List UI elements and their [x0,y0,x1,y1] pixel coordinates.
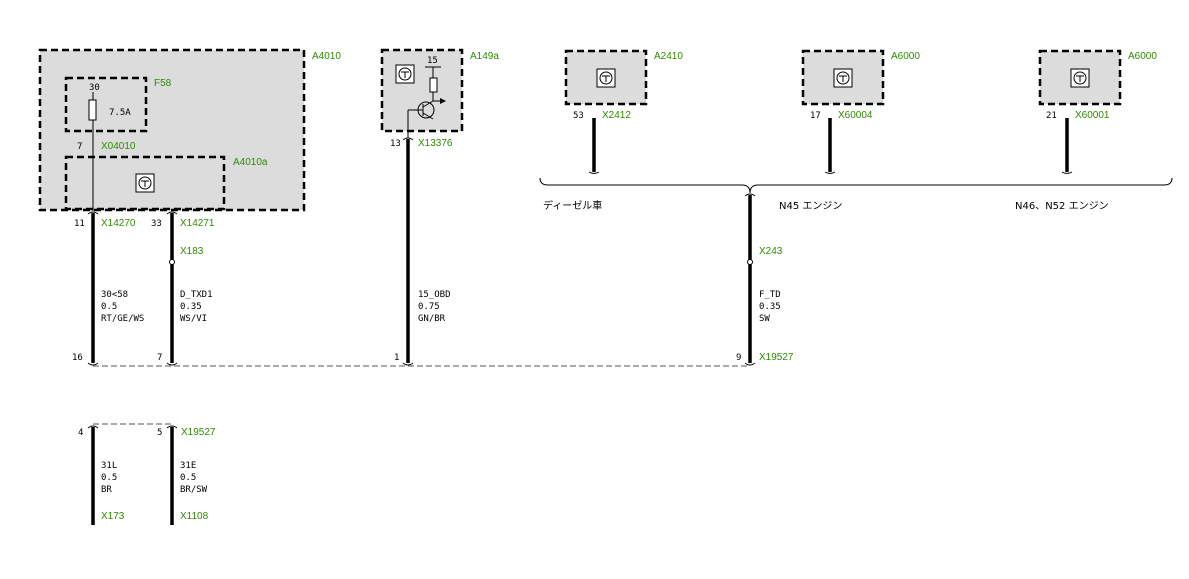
resistor-icon [429,77,438,93]
wire3-name: 15_OBD [418,290,451,300]
wire5-name: 31L [101,461,117,471]
wire1-color: RT/GE/WS [101,314,144,324]
wire3-color: GN/BR [418,314,446,324]
pin-9: 9 [736,353,741,363]
connector-x173: X173 [101,511,125,522]
label-a2410: A2410 [654,51,683,62]
fuse-icon [88,99,97,121]
fuse-pin-30: 30 [89,83,100,93]
connector-x13376: X13376 [418,138,453,149]
wire1-name: 30<58 [101,290,128,300]
connector-x14271: X14271 [180,218,215,229]
wire4-gauge: 0.35 [759,302,781,312]
connector-x04010: X04010 [101,141,136,152]
pin-x60004: 17 [810,111,821,121]
module-a4010[interactable] [38,48,306,212]
wire6-name: 31E [180,461,196,471]
label-a6000-1: A6000 [891,51,920,62]
pin-x60001: 21 [1046,111,1057,121]
label-a6000-2: A6000 [1128,51,1157,62]
pin-5: 5 [157,428,162,438]
connector-x2412: X2412 [602,110,631,121]
connector-x183: X183 [180,246,204,257]
variant-brace [539,177,1173,194]
pin-x2412: 53 [573,111,584,121]
connector-x14270: X14270 [101,218,136,229]
connector-x1108: X1108 [180,511,209,522]
label-a149a: A149a [470,51,499,62]
connector-x60004: X60004 [838,110,873,121]
pin-7: 7 [157,353,162,363]
terminal-15: 15 [427,56,438,66]
connector-x19527-b: X19527 [181,427,216,438]
wire4-color: SW [759,314,770,324]
wire6-color: BR/SW [180,485,208,495]
arrow-icon [440,98,446,104]
wire6-gauge: 0.5 [180,473,196,483]
pin-1: 1 [394,353,399,363]
label-a4010: A4010 [312,51,341,62]
pin-16: 16 [72,353,83,363]
fuse-box-f58[interactable] [64,76,148,133]
wire1-gauge: 0.5 [101,302,117,312]
wire3-gauge: 0.75 [418,302,440,312]
pin-x14270: 11 [74,219,85,229]
fuse-rating: 7.5A [109,108,131,118]
variant-n46-n52: N46、N52 エンジン [1015,201,1109,212]
wire5-gauge: 0.5 [101,473,117,483]
wire2-name: D_TXD1 [180,290,213,300]
pin-4: 4 [78,428,83,438]
connector-x19527: X19527 [759,352,794,363]
connector-x243: X243 [759,246,783,257]
label-a4010a: A4010a [233,157,268,168]
wire2-color: WS/VI [180,314,207,324]
wire2-gauge: 0.35 [180,302,202,312]
variant-diesel: ディーゼル車 [543,199,602,212]
pin-x04010: 7 [77,142,82,152]
label-f58: F58 [154,78,172,89]
connector-x60001: X60001 [1075,110,1110,121]
module-a149a[interactable] [380,48,464,133]
module-a4010a[interactable] [64,155,226,211]
pin-x13376: 13 [390,139,401,149]
wire4-name: F_TD [759,290,781,300]
pin-x14271: 33 [151,219,162,229]
variant-n45: N45 エンジン [779,201,842,212]
wire5-color: BR [101,485,112,495]
